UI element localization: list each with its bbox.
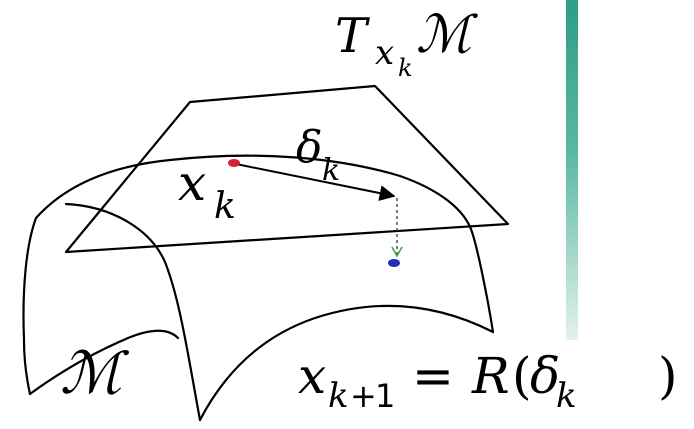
tangent-space-label: T x k ℳ (335, 5, 478, 82)
manifold-left-edge (24, 218, 37, 394)
tangent-space-M: ℳ (416, 5, 478, 65)
tangent-space-T: T (335, 8, 370, 64)
point-xk (228, 159, 240, 167)
tangent-plane (66, 86, 508, 252)
manifold-label: ℳ (60, 339, 130, 407)
point-sub-k: k (214, 186, 236, 227)
eq-sub-one: 1 (375, 377, 395, 415)
eq-equals: = (412, 347, 454, 405)
accent-bar (566, 0, 578, 340)
point-xk-plus-1 (388, 259, 400, 267)
step-sub-k: k (322, 153, 340, 188)
eq-sub-k: k (328, 376, 349, 416)
eq-sub-plus: + (350, 377, 377, 415)
retraction-equation: x k + 1 = R ( δ k ) (298, 347, 678, 416)
eq-R: R (471, 347, 510, 405)
tangent-space-sub-k: k (398, 54, 413, 82)
eq-paren-close: ) (658, 347, 678, 405)
eq-paren-open: ( (512, 347, 532, 405)
point-x: x (178, 154, 206, 212)
eq-arg-sub-k: k (556, 376, 577, 416)
eq-x: x (298, 347, 326, 405)
step-delta: δ (296, 122, 323, 173)
tangent-space-sub-x: x (375, 33, 394, 73)
manifold-top-edge (36, 156, 493, 332)
point-label: x k (178, 154, 236, 227)
